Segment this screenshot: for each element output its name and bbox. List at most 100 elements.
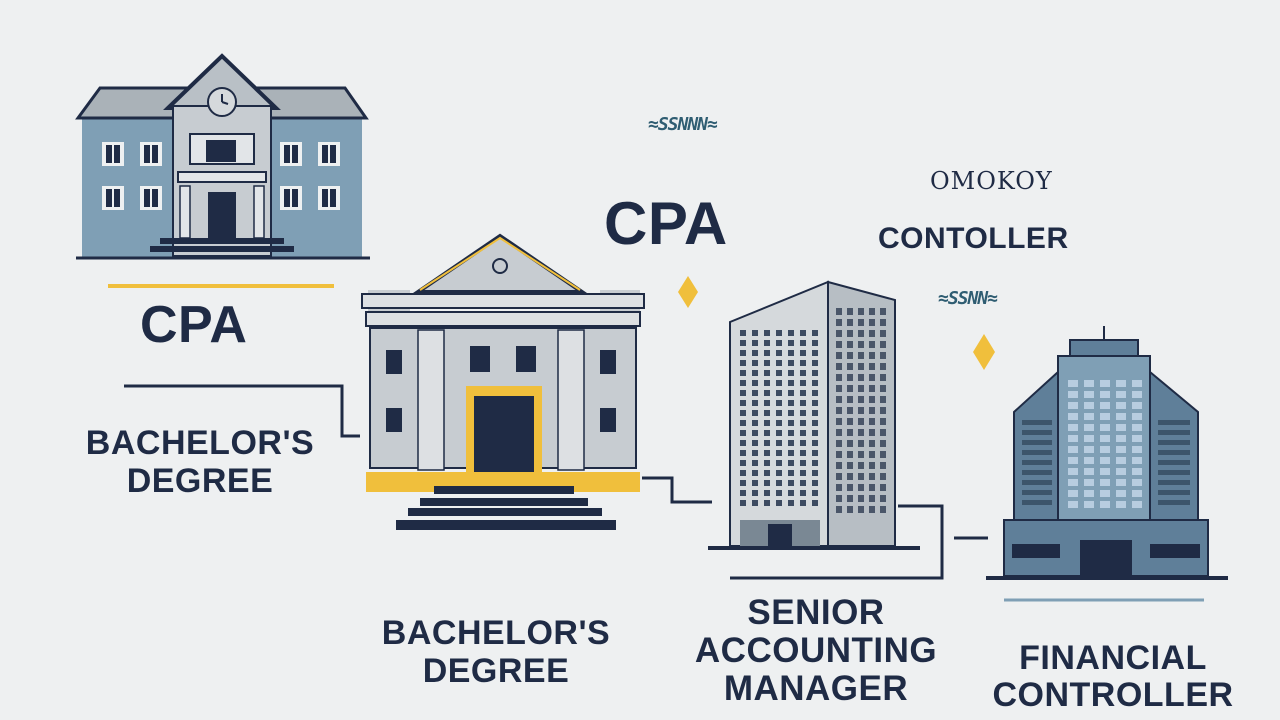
window-band <box>1022 490 1052 495</box>
window <box>752 370 758 376</box>
window <box>880 440 886 447</box>
window-band <box>1158 460 1190 465</box>
window <box>812 360 818 366</box>
window <box>847 341 853 348</box>
window <box>812 410 818 416</box>
window <box>740 380 746 386</box>
window <box>788 360 794 366</box>
window <box>1068 424 1078 431</box>
window <box>776 370 782 376</box>
window <box>858 363 864 370</box>
connector-line <box>730 504 944 580</box>
window-band <box>1022 430 1052 435</box>
window <box>788 450 794 456</box>
window <box>788 350 794 356</box>
columned-hall-icon <box>361 233 645 530</box>
window-pane <box>322 189 328 207</box>
window <box>788 490 794 496</box>
window <box>800 340 806 346</box>
window <box>800 500 806 506</box>
window <box>847 352 853 359</box>
window-pane <box>330 189 336 207</box>
window <box>1100 457 1110 464</box>
window-pane <box>152 189 158 207</box>
window <box>764 460 770 466</box>
window <box>800 380 806 386</box>
window <box>1116 490 1126 497</box>
window-band <box>1022 500 1052 505</box>
skyscraper-windows <box>740 308 886 513</box>
window <box>764 440 770 446</box>
window <box>812 500 818 506</box>
window <box>880 319 886 326</box>
window <box>1068 490 1078 497</box>
window <box>788 470 794 476</box>
window <box>800 330 806 336</box>
window <box>740 480 746 486</box>
window <box>869 407 875 414</box>
window <box>812 450 818 456</box>
window <box>1116 391 1126 398</box>
window <box>740 500 746 506</box>
window <box>869 473 875 480</box>
window <box>752 380 758 386</box>
window <box>752 400 758 406</box>
window <box>1132 413 1142 420</box>
window <box>880 473 886 480</box>
window <box>788 410 794 416</box>
window <box>800 390 806 396</box>
window <box>836 319 842 326</box>
window <box>788 480 794 486</box>
window <box>752 330 758 336</box>
window <box>1116 479 1126 486</box>
window <box>869 330 875 337</box>
window <box>858 473 864 480</box>
window-band <box>1022 450 1052 455</box>
window <box>858 341 864 348</box>
window <box>836 451 842 458</box>
financial-controller-label: FINANCIAL CONTROLLER <box>978 640 1248 713</box>
window <box>764 410 770 416</box>
window-band <box>1022 480 1052 485</box>
window <box>836 440 842 447</box>
window <box>1068 446 1078 453</box>
window <box>847 407 853 414</box>
window <box>800 350 806 356</box>
window <box>788 440 794 446</box>
window <box>1084 501 1094 508</box>
window <box>776 330 782 336</box>
window <box>740 330 746 336</box>
window <box>869 352 875 359</box>
window <box>788 380 794 386</box>
window <box>880 330 886 337</box>
window-pane <box>330 145 336 163</box>
window <box>800 490 806 496</box>
window <box>812 380 818 386</box>
window <box>858 319 864 326</box>
window <box>800 460 806 466</box>
senior-accounting-manager-label: SENIOR ACCOUNTING MANAGER <box>676 594 956 707</box>
window <box>869 308 875 315</box>
window <box>836 473 842 480</box>
window <box>776 430 782 436</box>
window <box>788 460 794 466</box>
window-pane <box>284 189 290 207</box>
window <box>740 470 746 476</box>
window <box>788 420 794 426</box>
window <box>776 400 782 406</box>
window-band <box>1158 470 1190 475</box>
window <box>788 340 794 346</box>
window <box>1100 490 1110 497</box>
window <box>776 490 782 496</box>
window <box>1068 413 1078 420</box>
window <box>800 440 806 446</box>
window <box>1100 468 1110 475</box>
window <box>1116 501 1126 508</box>
window <box>740 360 746 366</box>
window <box>812 340 818 346</box>
window <box>836 429 842 436</box>
window <box>847 319 853 326</box>
window <box>858 385 864 392</box>
window <box>752 490 758 496</box>
cpa-label-center: CPA <box>604 190 728 257</box>
